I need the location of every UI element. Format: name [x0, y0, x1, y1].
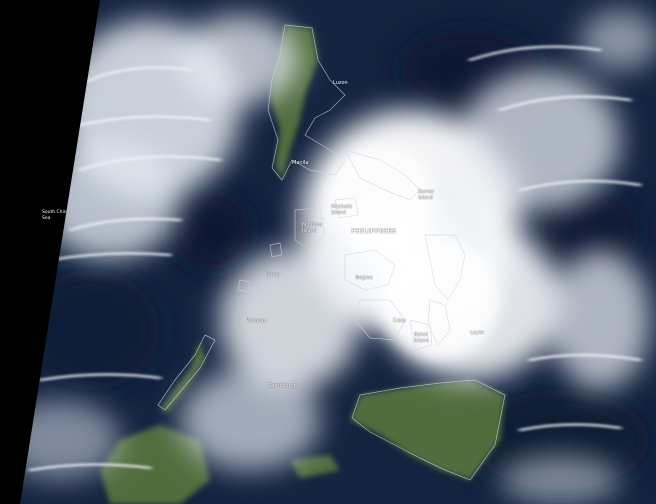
visayas-outline: [344, 249, 433, 351]
label-place: Leyte: [470, 330, 484, 336]
sulu-islands: [290, 455, 340, 478]
label-place: Zamboanga: [268, 383, 299, 389]
label-place: Bohol Island: [414, 332, 429, 344]
bicol-outline: [344, 149, 421, 201]
palawan-outline: [157, 334, 216, 411]
storm-core: [310, 145, 500, 360]
swath-gap: [0, 0, 100, 504]
label-place: Luzon: [333, 80, 348, 86]
label-place: Masbate Island: [331, 204, 353, 216]
borneo-land: [100, 425, 210, 504]
luzon-outline: [267, 24, 346, 181]
label-place: Mindoro Island: [302, 222, 323, 234]
label-sea: South China Sea: [42, 210, 70, 221]
label-place: Samar Island: [418, 189, 435, 201]
mindanao-outline: [351, 379, 506, 481]
label-place: Negros: [355, 275, 373, 281]
label-place: Panay: [265, 272, 281, 278]
label-place: Cebu: [393, 318, 406, 324]
label-place: Manila: [292, 160, 309, 166]
leyte-outline: [427, 299, 451, 346]
palawan-land: [160, 340, 205, 412]
label-country: PHILIPPINES: [351, 228, 397, 235]
coastlines: [157, 24, 506, 481]
small-islands: [237, 242, 283, 313]
cloud-streaks: [28, 45, 642, 472]
masbate-outline: [334, 197, 359, 219]
label-place: Palawan: [246, 318, 267, 324]
mindoro-outline: [294, 207, 326, 251]
mindanao-land: [350, 380, 505, 480]
samar-outline: [424, 234, 466, 301]
